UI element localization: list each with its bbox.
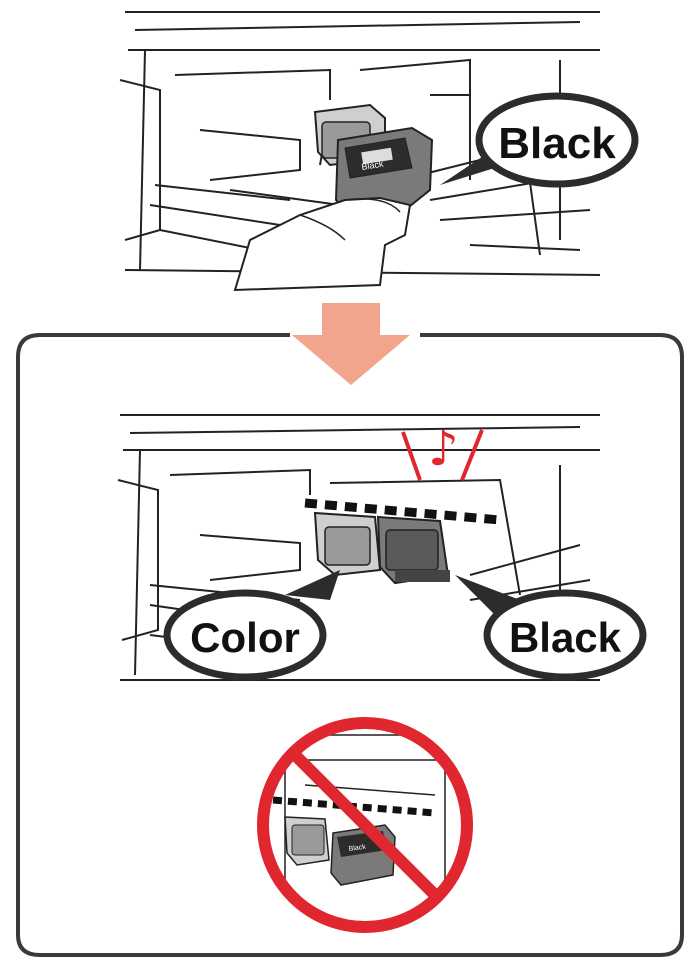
installed-illustration: ♪ Color Black <box>0 395 692 695</box>
top-illustration: Black Black <box>0 0 692 300</box>
callout-black-top-label: Black <box>498 119 616 168</box>
prohibited-illustration: Black <box>245 705 485 945</box>
down-arrow-icon <box>292 303 410 385</box>
music-note-icon: ♪ <box>428 421 459 477</box>
callout-black-label: Black <box>509 614 622 661</box>
hand-illustration <box>235 198 410 290</box>
callout-black: Black <box>455 575 643 677</box>
black-cartridge-installed <box>378 517 450 583</box>
callout-color: Color <box>167 570 340 677</box>
callout-color-label: Color <box>190 614 300 661</box>
color-cartridge-installed <box>315 513 380 575</box>
